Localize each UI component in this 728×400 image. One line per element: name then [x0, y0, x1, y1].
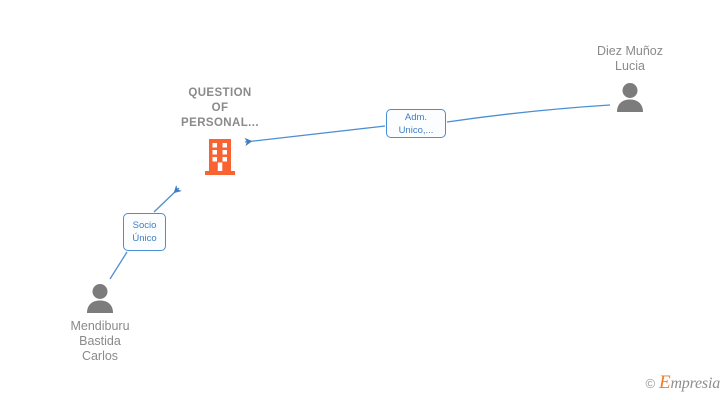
person-node-diez-munoz-lucia[interactable]: Diez Muñoz Lucia [570, 44, 690, 112]
person-name-label: Mendiburu Bastida Carlos [70, 319, 130, 363]
person-icon [617, 83, 643, 112]
edge-socio-to-company [153, 185, 182, 213]
person-icon [87, 284, 113, 313]
building-icon [205, 139, 235, 175]
relation-label-adm-unico[interactable]: Adm. Unico,... [386, 109, 446, 138]
company-icon-wrap [140, 137, 300, 177]
edge-person-top-to-adm [446, 104, 611, 123]
person-icon-wrap [40, 283, 160, 313]
company-title: QUESTION OF PERSONAL... [181, 87, 259, 129]
copyright-icon: © [645, 375, 656, 391]
person-node-mendiburu-bastida-carlos[interactable]: Mendiburu Bastida Carlos [40, 283, 160, 364]
person-name-label: Diez Muñoz Lucia [597, 44, 663, 73]
watermark-empresia: © Empresia [645, 372, 720, 394]
brand-rest: mpresia [670, 375, 720, 392]
edge-adm-to-company [244, 125, 386, 147]
person-icon-wrap [570, 82, 690, 112]
brand-initial: E [659, 372, 671, 393]
edge-person-bottom-to-socio [109, 251, 128, 280]
relation-label-socio-unico[interactable]: Socio Único [123, 213, 166, 251]
company-node[interactable]: QUESTION OF PERSONAL... [140, 86, 300, 177]
brand-wordmark: Empresia [659, 372, 720, 394]
